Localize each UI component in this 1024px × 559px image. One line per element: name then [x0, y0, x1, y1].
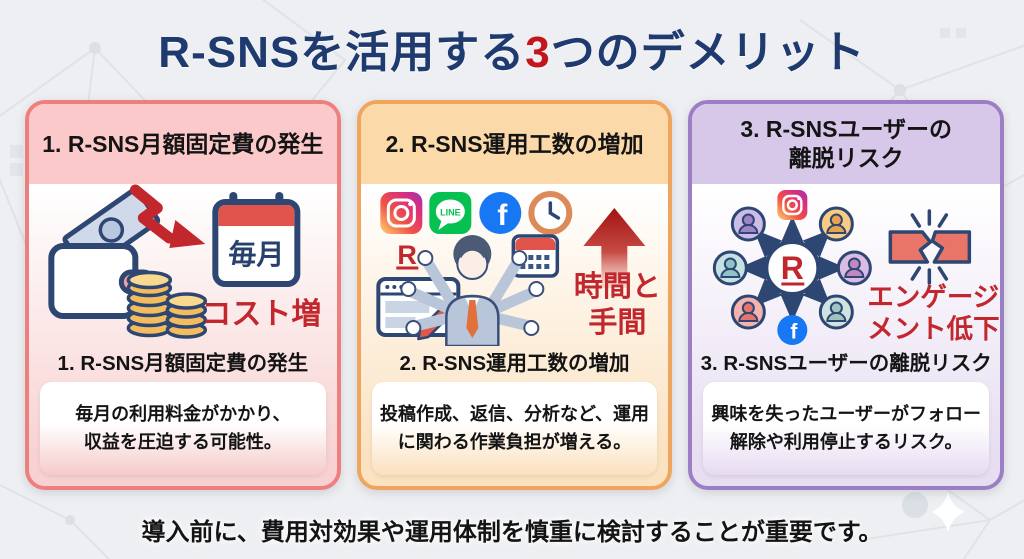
- cost-increase-label: コスト増: [201, 298, 321, 331]
- calendar-label: 毎月: [228, 239, 284, 270]
- time-effort-label: 時間と: [574, 270, 661, 303]
- clock-icon: [528, 191, 573, 235]
- cost-illustration: 毎月 コスト増: [29, 184, 337, 346]
- broken-link-icon: [888, 209, 972, 285]
- facebook-icon: f: [777, 315, 808, 345]
- card2-caption: 2. R-SNS運用工数の増加: [399, 352, 630, 375]
- calendar-icon: 毎月: [212, 192, 301, 287]
- svg-text:メント低下: メント低下: [867, 314, 1000, 344]
- user-avatar-icon: [713, 206, 873, 330]
- card2-header: 2. R-SNS運用工数の増加: [360, 104, 669, 184]
- footer-note: 導入前に、費用対効果や運用体制を慎重に検討することが重要です。: [141, 519, 883, 546]
- coin-stack-icon: [126, 270, 208, 339]
- svg-text:LINE: LINE: [440, 208, 461, 218]
- rakuten-network-icon: [738, 216, 847, 322]
- card1-caption: 1. R-SNS月額固定費の発生: [57, 352, 309, 375]
- card1-header: 1. R-SNS月額固定費の発生: [29, 104, 337, 184]
- calendar-icon: [511, 234, 559, 278]
- instagram-icon: [380, 192, 423, 234]
- instagram-icon: [777, 190, 808, 220]
- card-monthly-fee: 1. R-SNS月額固定費の発生: [25, 100, 341, 490]
- svg-text:f: f: [497, 199, 508, 232]
- facebook-icon: f: [479, 192, 522, 234]
- demerit-cards: 1. R-SNS月額固定費の発生: [25, 100, 1005, 490]
- churn-illustration: R: [692, 184, 1000, 346]
- rakuten-r-icon: R: [396, 240, 419, 270]
- down-arrow-icon: [129, 184, 206, 248]
- card2-description: 投稿作成、返信、分析など、運用 に関わる作業負担が増える。: [371, 382, 658, 475]
- svg-text:f: f: [791, 321, 799, 344]
- sparkle-icon: [931, 492, 965, 532]
- rakuten-r-icon: R: [781, 250, 804, 286]
- page-title: R-SNSを活用する3つのデメリット: [158, 28, 866, 77]
- svg-text:手間: 手間: [588, 306, 646, 339]
- engagement-drop-label: エンゲージ: [868, 282, 1000, 312]
- card3-caption: 3. R-SNSユーザーの離脱リスク: [700, 352, 992, 375]
- card-user-churn: 3. R-SNSユーザーの 離脱リスク: [688, 100, 1005, 490]
- busy-person-icon: [400, 235, 545, 346]
- up-arrow-icon: [583, 208, 646, 288]
- card1-description: 毎月の利用料金がかかり、 収益を圧迫する可能性。: [40, 382, 326, 475]
- card3-header: 3. R-SNSユーザーの 離脱リスク: [692, 104, 1001, 184]
- svg-text:R: R: [397, 240, 417, 270]
- card3-description: 興味を失ったユーザーがフォロー 解除や利用停止するリスク。: [703, 382, 990, 475]
- card-workload: 2. R-SNS運用工数の増加: [356, 100, 673, 490]
- workload-illustration: LINE f R: [361, 184, 669, 346]
- line-icon: LINE: [429, 192, 472, 234]
- title-highlight-number: 3: [525, 28, 551, 77]
